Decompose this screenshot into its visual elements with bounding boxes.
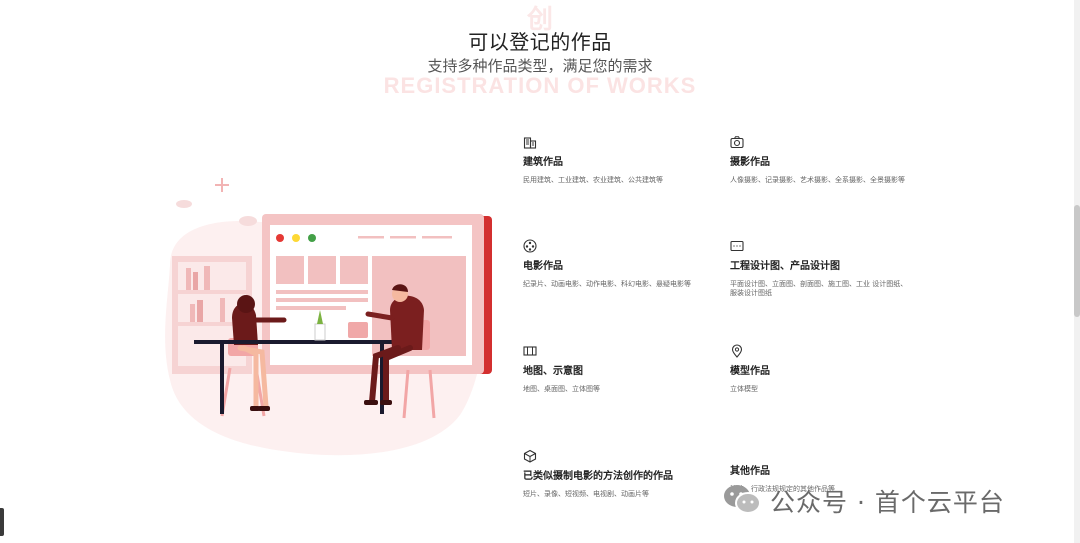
watermark-text: 公众号 · 首个云平台 (770, 488, 1005, 517)
camera-icon (730, 134, 746, 150)
category-title: 摄影作品 (730, 157, 770, 168)
wechat-logo-icon (722, 483, 762, 519)
category-desc: 纪录片、动画电影、动作电影、科幻电影、悬疑电影等 (523, 280, 691, 288)
wechat-watermark: 公众号 · 首个云平台 (722, 482, 1005, 520)
section-subtitle: 支持多种作品类型，满足您的需求 (427, 57, 653, 75)
category-desc: 人像摄影、记录摄影、艺术摄影、全系摄影、全景摄影等 (730, 176, 905, 184)
category-title: 工程设计图、产品设计图 (730, 261, 840, 272)
map-icon (523, 343, 539, 359)
section-header: 创 REGISTRATION OF WORKS 可以登记的作品 支持多种作品类型… (0, 0, 1080, 110)
category-title: 电影作品 (523, 261, 563, 272)
category-item[interactable]: 工程设计图、产品设计图 平面设计图、立面图、剖面图、施工图、工业 设计图纸、服装… (730, 238, 930, 298)
category-item[interactable]: 电影作品 纪录片、动画电影、动作电影、科幻电影、悬疑电影等 (523, 238, 723, 289)
category-title: 建筑作品 (523, 157, 563, 168)
scrollbar-thumb[interactable] (1074, 205, 1080, 317)
film-reel-icon (523, 238, 539, 254)
category-desc: 平面设计图、立面图、剖面图、施工图、工业 设计图纸、服装设计图纸 (730, 280, 908, 297)
category-title: 模型作品 (730, 366, 770, 377)
cube-icon (523, 448, 539, 464)
background-english-title: REGISTRATION OF WORKS (383, 73, 697, 98)
category-desc: 立体模型 (730, 385, 758, 393)
section-title: 可以登记的作品 (468, 30, 612, 54)
category-title: 地图、示意图 (523, 366, 583, 377)
background-logo-mark: 创 (526, 4, 553, 34)
blueprint-icon (730, 238, 746, 254)
category-item[interactable]: 模型作品 立体模型 (730, 343, 930, 394)
category-item[interactable]: 建筑作品 民用建筑、工业建筑、农业建筑、公共建筑等 (523, 134, 723, 185)
location-pin-icon (730, 343, 746, 359)
office-illustration (160, 170, 500, 460)
category-desc: 短片、录像、短视频、电视剧、动画片等 (523, 490, 649, 498)
category-desc: 地图、桌面图、立体图等 (523, 385, 600, 393)
category-title: 其他作品 (730, 466, 770, 477)
side-handle[interactable] (0, 508, 4, 536)
category-item[interactable]: 其他作品 法律、行政法规规定的其他作品等 (730, 465, 930, 494)
category-desc: 民用建筑、工业建筑、农业建筑、公共建筑等 (523, 176, 663, 184)
category-item[interactable]: 摄影作品 人像摄影、记录摄影、艺术摄影、全系摄影、全景摄影等 (730, 134, 930, 185)
category-title: 已类似摄制电影的方法创作的作品 (523, 471, 673, 482)
category-item[interactable]: 已类似摄制电影的方法创作的作品 短片、录像、短视频、电视剧、动画片等 (523, 448, 723, 499)
building-icon (523, 134, 539, 150)
category-desc: 法律、行政法规规定的其他作品等 (730, 485, 835, 493)
category-item[interactable]: 地图、示意图 地图、桌面图、立体图等 (523, 343, 723, 394)
